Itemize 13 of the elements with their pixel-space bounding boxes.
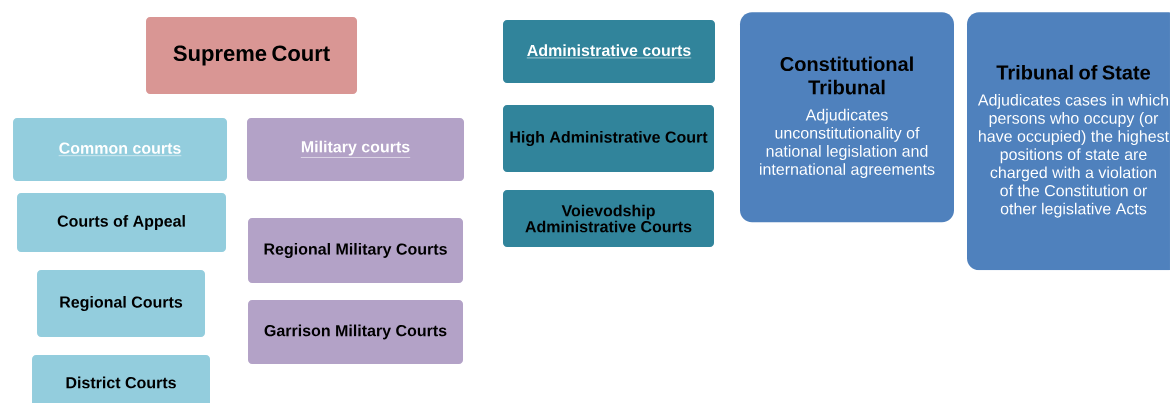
court-box: Courts of Appeal: [17, 193, 226, 252]
court-box: Common courts: [13, 118, 227, 181]
court-box: Garrison Military Courts: [248, 300, 463, 364]
court-box: Constitutional Tribunal Adjudicates unconstitutionality of national legislation and international agreements: [740, 12, 954, 223]
court-box: District Courts: [32, 355, 210, 403]
court-box: Voievodship Administrative Courts: [503, 190, 714, 247]
court-box: High Administrative Court: [503, 105, 714, 172]
court-box: Administrative courts: [503, 20, 715, 83]
court-box: Regional Military Courts: [248, 218, 463, 283]
court-box: Tribunal of State Adjudicates cases in which persons who occupy (or have occupied) the highest positions of state are charged with a violation of the Constitution or other legislative Acts: [967, 12, 1170, 271]
court-box: Military courts: [247, 118, 464, 181]
court-box: Regional Courts: [37, 270, 205, 337]
court-box: Supreme Court: [146, 17, 357, 94]
